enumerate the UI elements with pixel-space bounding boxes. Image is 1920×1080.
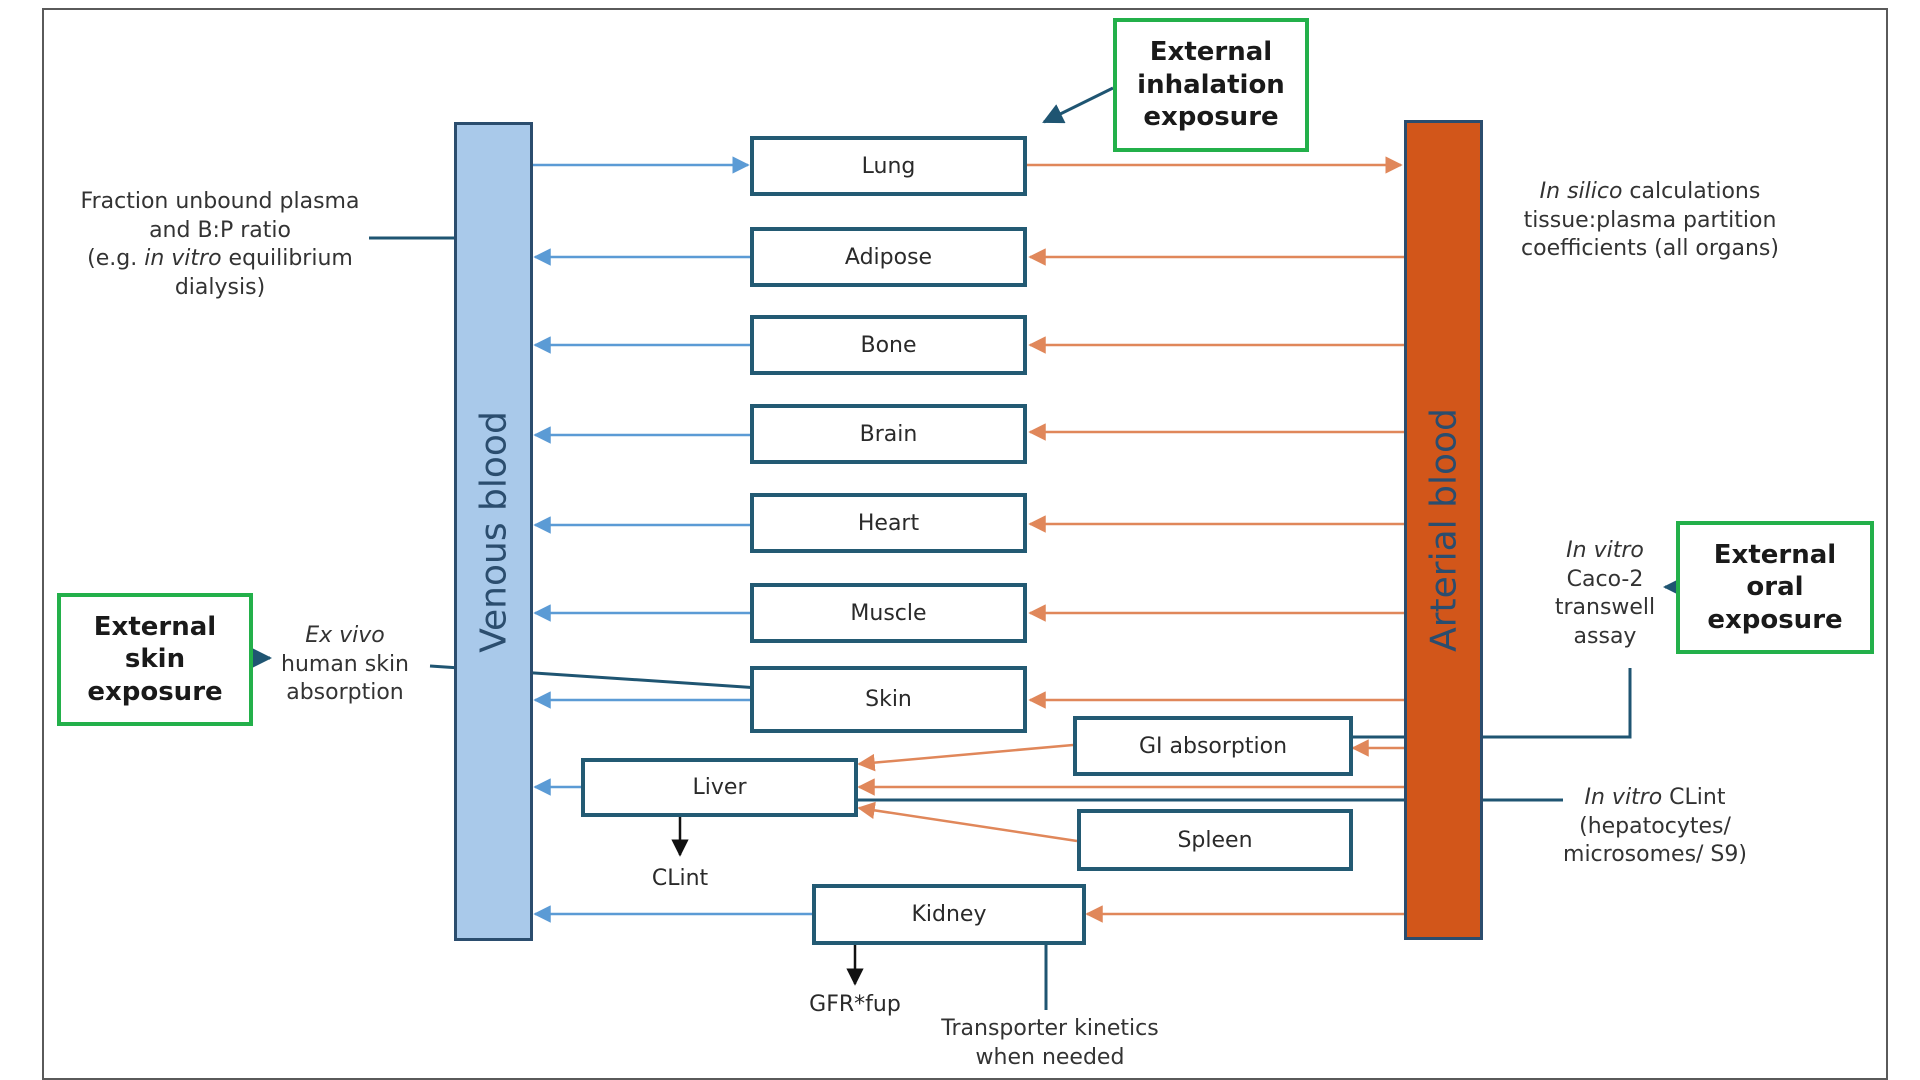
diagram-frame bbox=[42, 8, 1888, 1080]
note-caco2-assay: In vitro Caco-2 transwell assay bbox=[1540, 537, 1670, 651]
organ-gi-absorption: GI absorption bbox=[1073, 716, 1353, 776]
note-ex-vivo-line1: Ex vivo bbox=[305, 623, 385, 648]
organ-muscle: Muscle bbox=[750, 583, 1027, 643]
arterial-blood-label: Arterial blood bbox=[1423, 408, 1464, 652]
note-transporter-line2: when needed bbox=[975, 1044, 1125, 1070]
note-in-silico-line1: In silico calculations bbox=[1539, 179, 1761, 204]
note-in-vitro-clint-line1: In vitro CLint bbox=[1584, 785, 1726, 810]
note-in-vitro-clint-line3: microsomes/ S9) bbox=[1563, 842, 1747, 868]
note-ex-vivo: Ex vivo human skin absorption bbox=[270, 622, 420, 708]
arterial-blood-column: Arterial blood bbox=[1404, 120, 1483, 940]
exposure-oral-box: External oral exposure bbox=[1676, 521, 1874, 654]
note-caco2-line1: In vitro bbox=[1566, 538, 1644, 563]
organ-adipose: Adipose bbox=[750, 227, 1027, 287]
note-fraction-unbound-line4: dialysis) bbox=[174, 274, 266, 300]
arrow-spleen-to-liver bbox=[857, 801, 1078, 843]
note-ex-vivo-line3: absorption bbox=[286, 680, 404, 706]
note-fraction-unbound-line3: (e.g. in vitro equilibrium bbox=[87, 246, 353, 272]
note-caco2-line2: Caco-2 bbox=[1566, 566, 1644, 592]
exposure-skin-box: External skin exposure bbox=[57, 593, 253, 726]
organ-spleen: Spleen bbox=[1077, 809, 1353, 871]
label-clint: CLint bbox=[651, 866, 709, 891]
organ-heart: Heart bbox=[750, 493, 1027, 553]
organ-kidney: Kidney bbox=[812, 884, 1086, 945]
note-transporter-kinetics: Transporter kinetics when needed bbox=[920, 1015, 1180, 1072]
note-in-silico: In silico calculations tissue:plasma par… bbox=[1500, 178, 1800, 264]
organ-lung: Lung bbox=[750, 136, 1027, 196]
note-caco2-line3: transwell bbox=[1554, 595, 1656, 621]
note-fraction-unbound-line1: Fraction unbound plasma bbox=[80, 189, 360, 214]
label-gfr-fup: GFR*fup bbox=[809, 992, 901, 1017]
organ-liver: Liver bbox=[581, 758, 858, 817]
organ-bone: Bone bbox=[750, 315, 1027, 375]
note-fraction-unbound: Fraction unbound plasma and B:P ratio (e… bbox=[70, 188, 370, 302]
note-in-vitro-clint: In vitro CLint (hepatocytes/ microsomes/… bbox=[1560, 784, 1750, 870]
organ-skin: Skin bbox=[750, 666, 1027, 733]
connector-inhalation bbox=[1042, 86, 1114, 124]
note-in-silico-line2: tissue:plasma partition bbox=[1523, 207, 1777, 233]
note-transporter-line1: Transporter kinetics bbox=[941, 1016, 1159, 1041]
organ-brain: Brain bbox=[750, 404, 1027, 464]
note-ex-vivo-line2: human skin bbox=[281, 651, 409, 677]
note-in-silico-line3: coefficients (all organs) bbox=[1521, 236, 1779, 262]
note-caco2-line4: assay bbox=[1573, 623, 1637, 649]
note-in-vitro-clint-line2: (hepatocytes/ bbox=[1579, 813, 1731, 839]
venous-blood-column: Venous blood bbox=[454, 122, 533, 941]
arrow-gi-to-liver bbox=[857, 743, 1074, 772]
exposure-inhalation-box: External inhalation exposure bbox=[1113, 18, 1309, 152]
note-fraction-unbound-line2: and B:P ratio bbox=[149, 217, 291, 243]
venous-blood-label: Venous blood bbox=[473, 410, 514, 653]
